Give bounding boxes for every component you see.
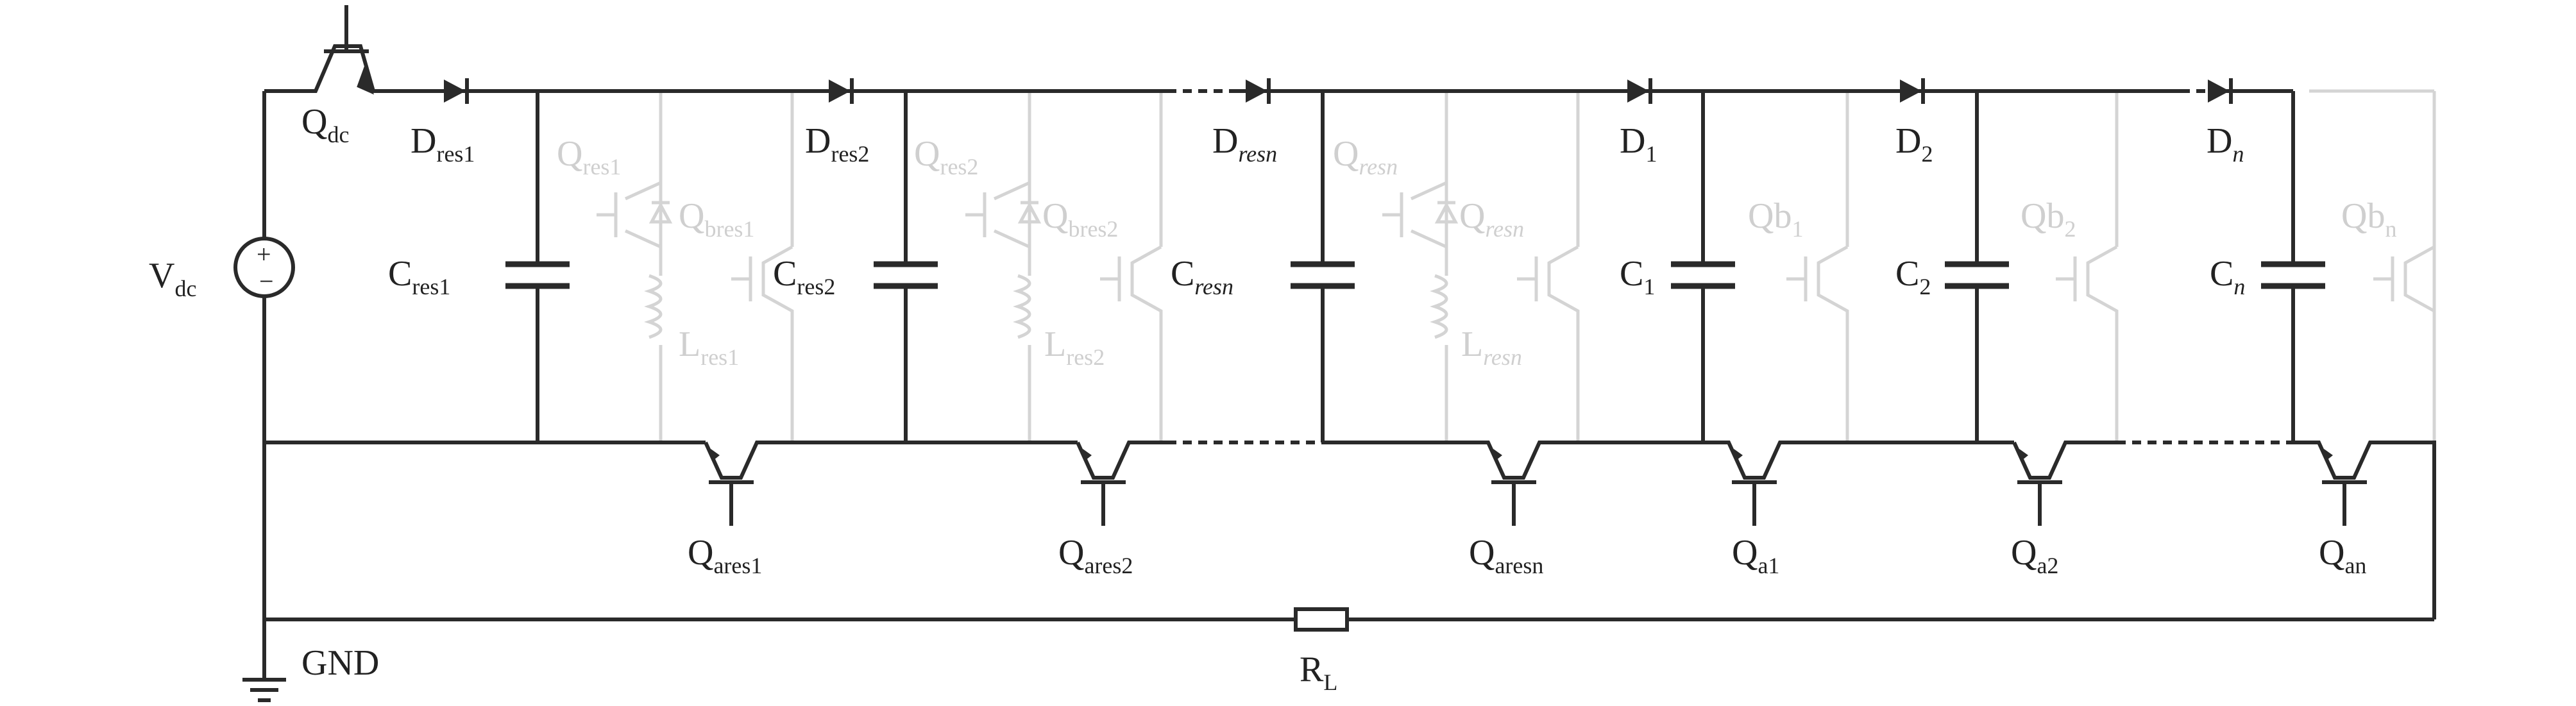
label-q-ares1: Qares1 bbox=[688, 533, 762, 578]
label-d-n: Dn bbox=[2207, 121, 2244, 167]
components: + − bbox=[233, 78, 2325, 632]
diode-res2 bbox=[829, 78, 854, 104]
label-qb-2: Qb2 bbox=[2021, 196, 2076, 242]
ghost-elements bbox=[597, 89, 2436, 442]
label-d-resn: Dresn bbox=[1212, 121, 1277, 167]
label-rl: RL bbox=[1300, 650, 1337, 695]
label-d-2: D2 bbox=[1895, 121, 1933, 167]
label-c-1: C1 bbox=[1620, 254, 1655, 299]
label-q-a2: Qa2 bbox=[2011, 533, 2058, 578]
label-l-res1: Lres1 bbox=[679, 324, 739, 370]
label-d-1: D1 bbox=[1620, 121, 1657, 167]
capacitor-resn bbox=[1291, 261, 1355, 289]
ghost-qb1 bbox=[1786, 91, 1849, 442]
capacitor-res1 bbox=[505, 261, 570, 289]
label-q-ares2: Qares2 bbox=[1058, 533, 1133, 578]
label-q-resn-a: Qresn bbox=[1333, 134, 1398, 180]
label-qb-1: Qb1 bbox=[1748, 196, 1803, 242]
label-c-2: C2 bbox=[1895, 254, 1931, 299]
label-vdc: Vdc bbox=[149, 256, 196, 301]
ghost-labels: Qres1 Qbres1 Lres1 Qres2 Qbres2 Lres2 Qr… bbox=[557, 134, 2396, 370]
label-qb-n: Qbn bbox=[2341, 196, 2396, 242]
diode-1 bbox=[1627, 78, 1652, 104]
label-q-aresn: Qaresn bbox=[1469, 533, 1543, 578]
capacitor-res2 bbox=[874, 261, 938, 289]
label-c-resn: Cresn bbox=[1171, 254, 1233, 299]
label-c-n: Cn bbox=[2210, 254, 2245, 299]
label-l-resn: Lresn bbox=[1461, 324, 1522, 370]
vdc-plus: + bbox=[257, 240, 271, 269]
label-q-res2: Qres2 bbox=[914, 134, 978, 180]
diode-res1 bbox=[444, 78, 469, 104]
ghost-qbn bbox=[2309, 89, 2436, 442]
label-q-res1: Qres1 bbox=[557, 134, 621, 180]
label-q-a1: Qa1 bbox=[1732, 533, 1779, 578]
label-l-res2: Lres2 bbox=[1044, 324, 1105, 370]
label-q-an: Qan bbox=[2319, 533, 2366, 578]
ghost-stage-res1 bbox=[597, 91, 794, 442]
ghost-stage-resn bbox=[1382, 91, 1580, 442]
capacitor-2 bbox=[1945, 261, 2009, 289]
diode-n bbox=[2208, 78, 2233, 104]
label-q-bres1: Qbres1 bbox=[679, 196, 754, 242]
label-q-bres2: Qbres2 bbox=[1042, 196, 1118, 242]
main-wiring bbox=[242, 5, 2436, 702]
capacitor-n bbox=[2261, 261, 2325, 289]
label-gnd: GND bbox=[301, 643, 379, 683]
vdc-minus: − bbox=[259, 267, 274, 296]
capacitor-1 bbox=[1671, 261, 1735, 289]
label-c-res1: Cres1 bbox=[388, 254, 450, 299]
diode-2 bbox=[1900, 78, 1925, 104]
vdc-source bbox=[233, 237, 295, 298]
label-d-res1: Dres1 bbox=[411, 121, 475, 167]
label-d-res2: Dres2 bbox=[805, 121, 869, 167]
diode-resn bbox=[1246, 78, 1271, 104]
labels: Vdc Qdc GND RL Dres1 Dres2 Dresn D1 D2 D… bbox=[149, 102, 2366, 695]
ghost-stage-res2 bbox=[965, 91, 1163, 442]
label-q-resn-b: Qresn bbox=[1459, 196, 1524, 242]
ghost-qb2 bbox=[2056, 91, 2119, 442]
load-resistor bbox=[1294, 607, 1349, 632]
label-qdc: Qdc bbox=[301, 102, 349, 147]
label-c-res2: Cres2 bbox=[773, 254, 835, 299]
